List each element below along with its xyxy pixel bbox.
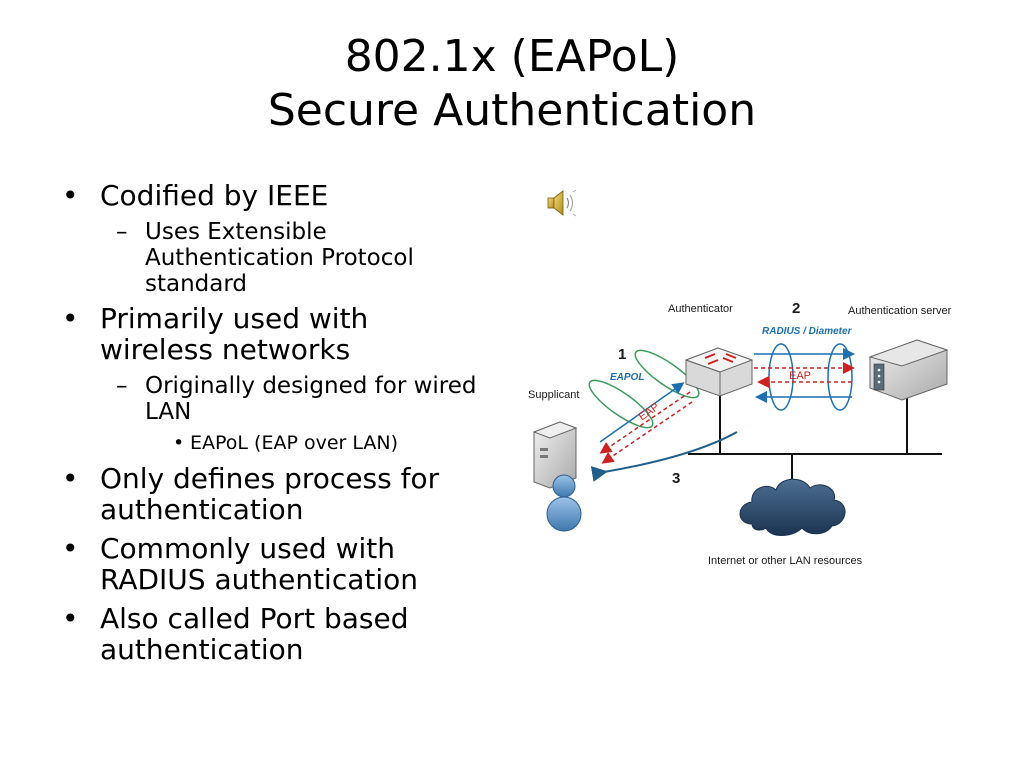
speaker-icon[interactable]	[546, 186, 580, 220]
bullet-item: Also called Port based authentication	[58, 603, 488, 665]
eap-label-right: EAP	[789, 370, 812, 382]
slide-title: 802.1x (EAPoL) Secure Authentication	[0, 30, 1024, 138]
title-line-1: 802.1x (EAPoL)	[344, 31, 680, 82]
sub-bullet-item: Uses Extensible Authentication Protocol …	[58, 219, 488, 297]
step-2-number: 2	[792, 300, 801, 317]
user-icon	[546, 474, 582, 532]
bullet-list: Codified by IEEE Uses Extensible Authent…	[58, 180, 488, 673]
authenticator-label: Authenticator	[668, 303, 733, 315]
title-line-2: Secure Authentication	[267, 85, 757, 136]
eapol-diagram: Authenticator 2 Authentication server RA…	[522, 292, 978, 582]
authentication-server-label: Authentication server	[848, 305, 952, 317]
cloud-icon	[739, 478, 846, 536]
bullet-item: Commonly used with RADIUS authentication	[58, 533, 488, 595]
bullet-item: Primarily used with wireless networks	[58, 303, 488, 365]
sub-sub-bullet-item: EAPoL (EAP over LAN)	[58, 431, 488, 455]
computer-icon	[532, 421, 578, 489]
supplicant-label: Supplicant	[528, 389, 580, 401]
internet-label: Internet or other LAN resources	[708, 555, 863, 567]
step-3-number: 3	[672, 470, 681, 487]
radius-diameter-label: RADIUS / Diameter	[762, 326, 852, 337]
eapol-label: EAPOL	[610, 372, 645, 383]
sub-bullet-item: Originally designed for wired LAN	[58, 373, 488, 425]
step-1-number: 1	[618, 346, 627, 363]
switch-icon	[684, 347, 754, 397]
server-icon	[868, 339, 949, 401]
bullet-item: Codified by IEEE	[58, 180, 488, 211]
bullet-item: Only defines process for authentication	[58, 463, 488, 525]
